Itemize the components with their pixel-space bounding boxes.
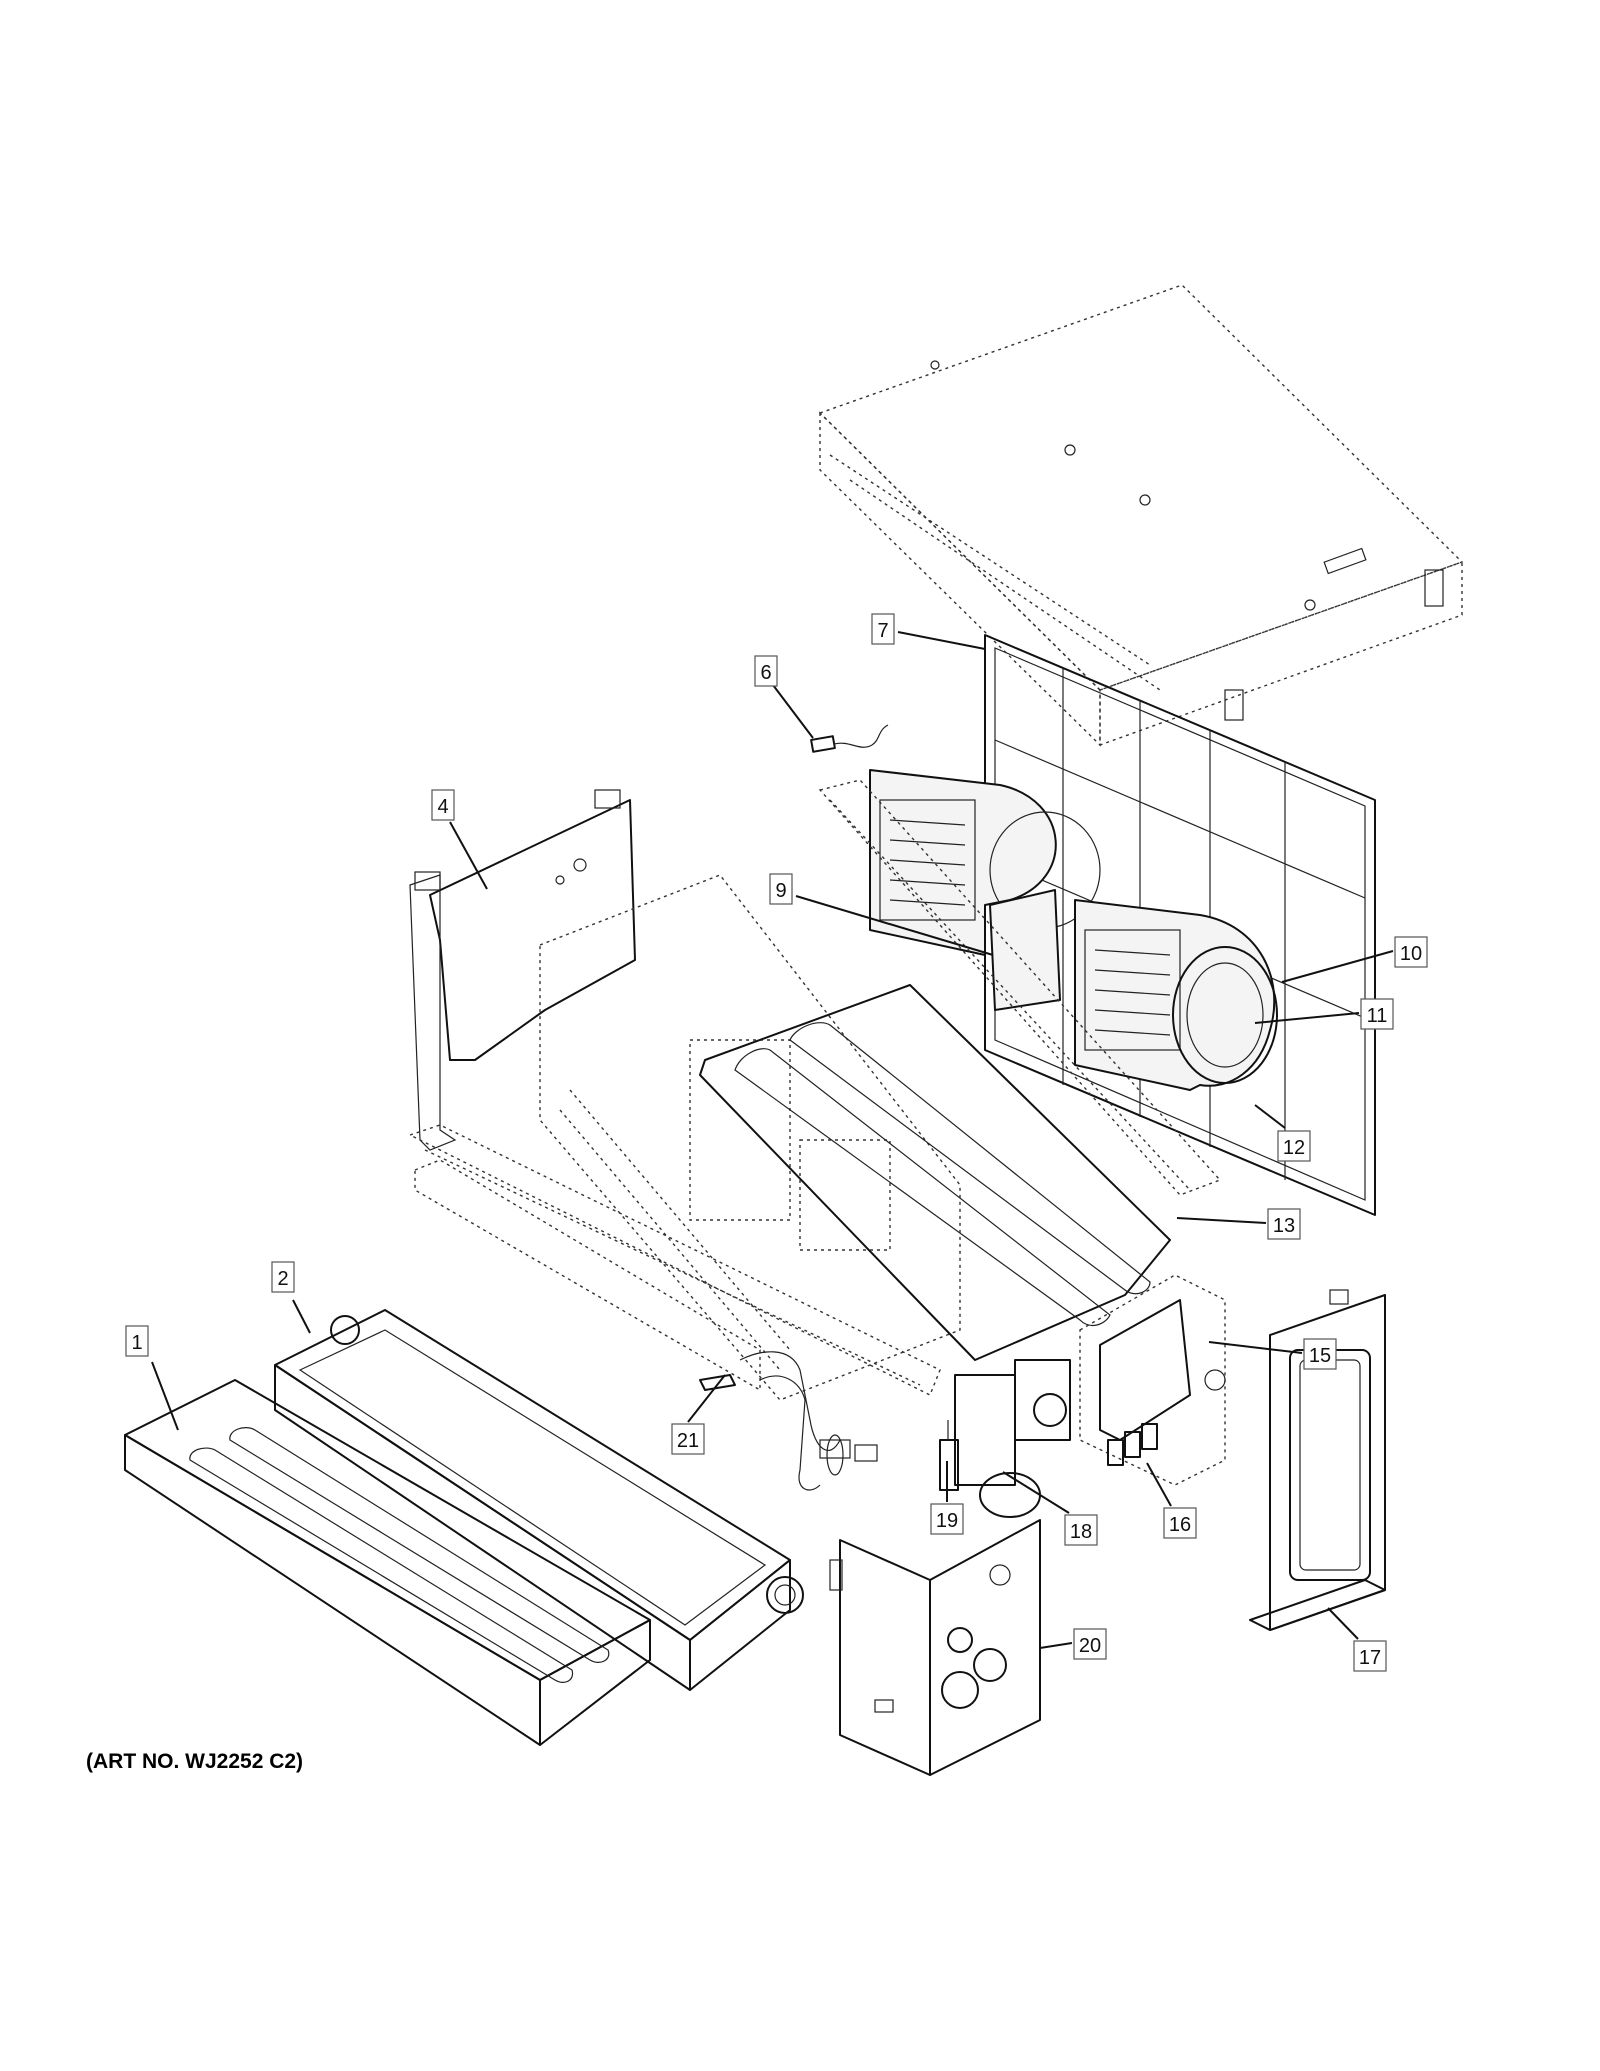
blower-right [1074,899,1278,1091]
callout-1: 1 [125,1325,149,1357]
base-chassis [124,1379,651,1746]
callout-17: 17 [1353,1640,1387,1672]
blower-left [869,769,1101,956]
callout-13: 13 [1267,1208,1301,1240]
heater-rail [818,779,1222,1196]
drain-pan [274,1309,804,1691]
svg-text:10: 10 [1400,943,1422,965]
svg-text:2: 2 [277,1268,288,1290]
svg-text:20: 20 [1079,1635,1101,1657]
callout-21: 21 [671,1423,705,1455]
svg-text:16: 16 [1169,1514,1191,1536]
motor-cover [989,889,1061,1011]
callout-11: 11 [1360,998,1394,1030]
tube-assembly [699,1351,878,1491]
callout-9: 9 [769,873,793,905]
control-bracket [409,789,636,1151]
svg-text:4: 4 [437,796,448,818]
svg-text:18: 18 [1070,1521,1092,1543]
control-box [1079,1274,1226,1486]
svg-text:1: 1 [131,1332,142,1354]
svg-text:19: 19 [936,1510,958,1532]
callout-4: 4 [431,789,455,821]
callout-10: 10 [1394,936,1428,968]
callout-2: 2 [271,1261,295,1293]
art-number-label: (ART NO. WJ2252 C2) [86,1750,304,1773]
svg-text:7: 7 [877,620,888,642]
top-panel [818,284,1464,747]
callout-18: 18 [1064,1514,1098,1546]
callout-7: 7 [871,613,895,645]
svg-text:9: 9 [775,880,786,902]
svg-text:6: 6 [760,662,771,684]
svg-text:15: 15 [1309,1345,1331,1367]
svg-text:17: 17 [1359,1647,1381,1669]
callout-15: 15 [1303,1338,1337,1370]
svg-text:11: 11 [1367,1005,1388,1027]
callout-12: 12 [1277,1130,1311,1162]
evaporator-coil [408,1124,941,1396]
rear-frame [539,874,961,1401]
callout-20: 20 [1073,1628,1107,1660]
callout-19: 19 [930,1503,964,1535]
svg-text:21: 21 [677,1430,699,1452]
leader-lines [151,631,1394,1649]
callout-6: 6 [754,655,778,687]
base-tray [699,984,1171,1361]
control-enclosure [829,1519,1041,1776]
svg-text:12: 12 [1283,1137,1305,1159]
svg-text:13: 13 [1273,1215,1295,1237]
callout-16: 16 [1163,1507,1197,1539]
heater-valve [939,1359,1071,1518]
sensor-wire [810,724,889,753]
